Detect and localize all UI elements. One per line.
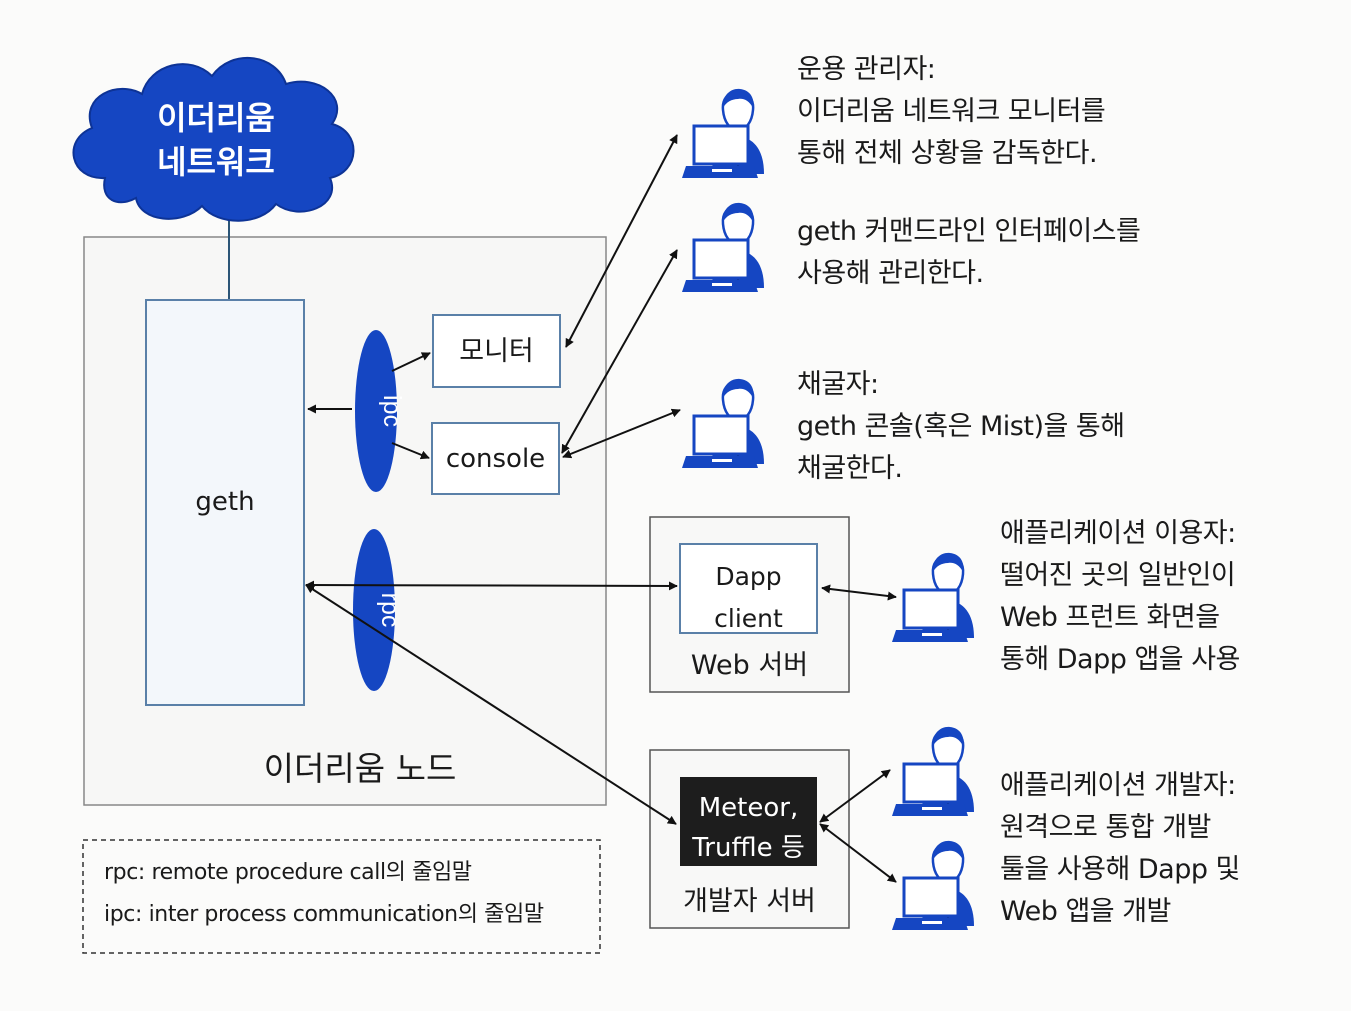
monitor-box [432,314,561,388]
network-label-line1: 이더리움 [157,99,275,137]
app-user-line4: 통해 Dapp 앱을 사용 [1000,644,1240,675]
rpc-label: rpc [376,593,404,628]
app-user-line2: 떨어진 곳의 일반인이 [1000,560,1236,591]
network-label: 이더리움 네트워크 [126,96,306,184]
dev1-person-icon [890,725,976,818]
legend-rpc: rpc: remote procedure call의 줄임말 [104,860,472,885]
operator-line3: 통해 전체 상황을 감독한다. [797,138,1098,169]
arrow-geth-dapp-client [305,580,678,591]
miner-line2: geth 콘솔(혹은 Mist)을 통해 [797,411,1125,442]
ethereum-network-cloud [72,56,355,222]
arrow-ipc-monitor [391,352,431,372]
monitor-label: 모니터 [459,336,534,367]
operator-description: 운용 관리자: 이더리움 네트워크 모니터를 통해 전체 상황을 감독한다. [797,54,1106,182]
miner-person-icon [680,377,766,470]
legend-ipc: ipc: inter process communication의 줄임말 [104,902,544,927]
dapp-client-line2: client [714,604,783,633]
ipc-ellipse [355,330,397,492]
legend-box [82,839,601,954]
console-label: console [445,444,546,474]
arrow-client-app-user [821,584,897,601]
meteor-line: Meteor, [698,793,799,823]
cli-admin-line1: geth 커맨드라인 인터페이스를 [797,216,1141,247]
miner-line1: 채굴자: [797,369,879,400]
arrow-dev-server-dev2 [819,823,897,883]
app-dev-line2: 원격으로 통합 개발 [1000,812,1211,843]
meteor-truffle-label: Meteor, Truffle 등 [680,788,817,868]
app-user-description: 애플리케이션 이용자: 떨어진 곳의 일반인이 Web 프런트 화면을 통해 D… [1000,520,1240,688]
meteor-truffle-box [680,777,817,866]
app-user-line3: Web 프런트 화면을 [1000,602,1220,633]
dev-server-label: 개발자 서버 [683,886,816,917]
cli-admin-description: geth 커맨드라인 인터페이스를 사용해 관리한다. [797,216,1141,302]
geth-label: geth [195,487,255,517]
dapp-client-box [679,543,818,634]
miner-line3: 채굴한다. [797,453,903,484]
console-box [431,422,560,495]
miner-description: 채굴자: geth 콘솔(혹은 Mist)을 통해 채굴한다. [797,371,1125,497]
dapp-client-line1: Dapp [715,562,782,591]
dev2-person-icon [890,839,976,932]
arrow-ipc-console [391,442,430,460]
cli-admin-line2: 사용해 관리한다. [797,258,984,289]
app-user-person-icon [890,551,976,644]
operator-person-icon [680,87,766,180]
cli-admin-person-icon [680,201,766,294]
network-label-line2: 네트워크 [157,143,275,181]
app-dev-description: 애플리케이션 개발자: 원격으로 통합 개발 툴을 사용해 Dapp 및 Web… [1000,772,1240,940]
dapp-client-label: Dapp client [680,556,817,640]
ipc-label: ipc [378,395,406,427]
node-title: 이더리움 노드 [263,749,457,788]
app-dev-line1: 애플리케이션 개발자: [1000,770,1236,801]
arrow-geth-dev-server [305,584,677,825]
app-dev-line4: Web 앱을 개발 [1000,896,1171,927]
web-server-label: Web 서버 [690,650,809,681]
arrow-dev-server-dev1 [819,769,891,823]
operator-line2: 이더리움 네트워크 모니터를 [797,96,1106,127]
arrow-console-miner [562,408,681,459]
app-dev-line3: 툴을 사용해 Dapp 및 [1000,854,1240,885]
app-user-line1: 애플리케이션 이용자: [1000,518,1236,549]
operator-line1: 운용 관리자: [797,54,936,85]
geth-box [145,299,305,706]
truffle-line: Truffle 등 [692,833,805,863]
